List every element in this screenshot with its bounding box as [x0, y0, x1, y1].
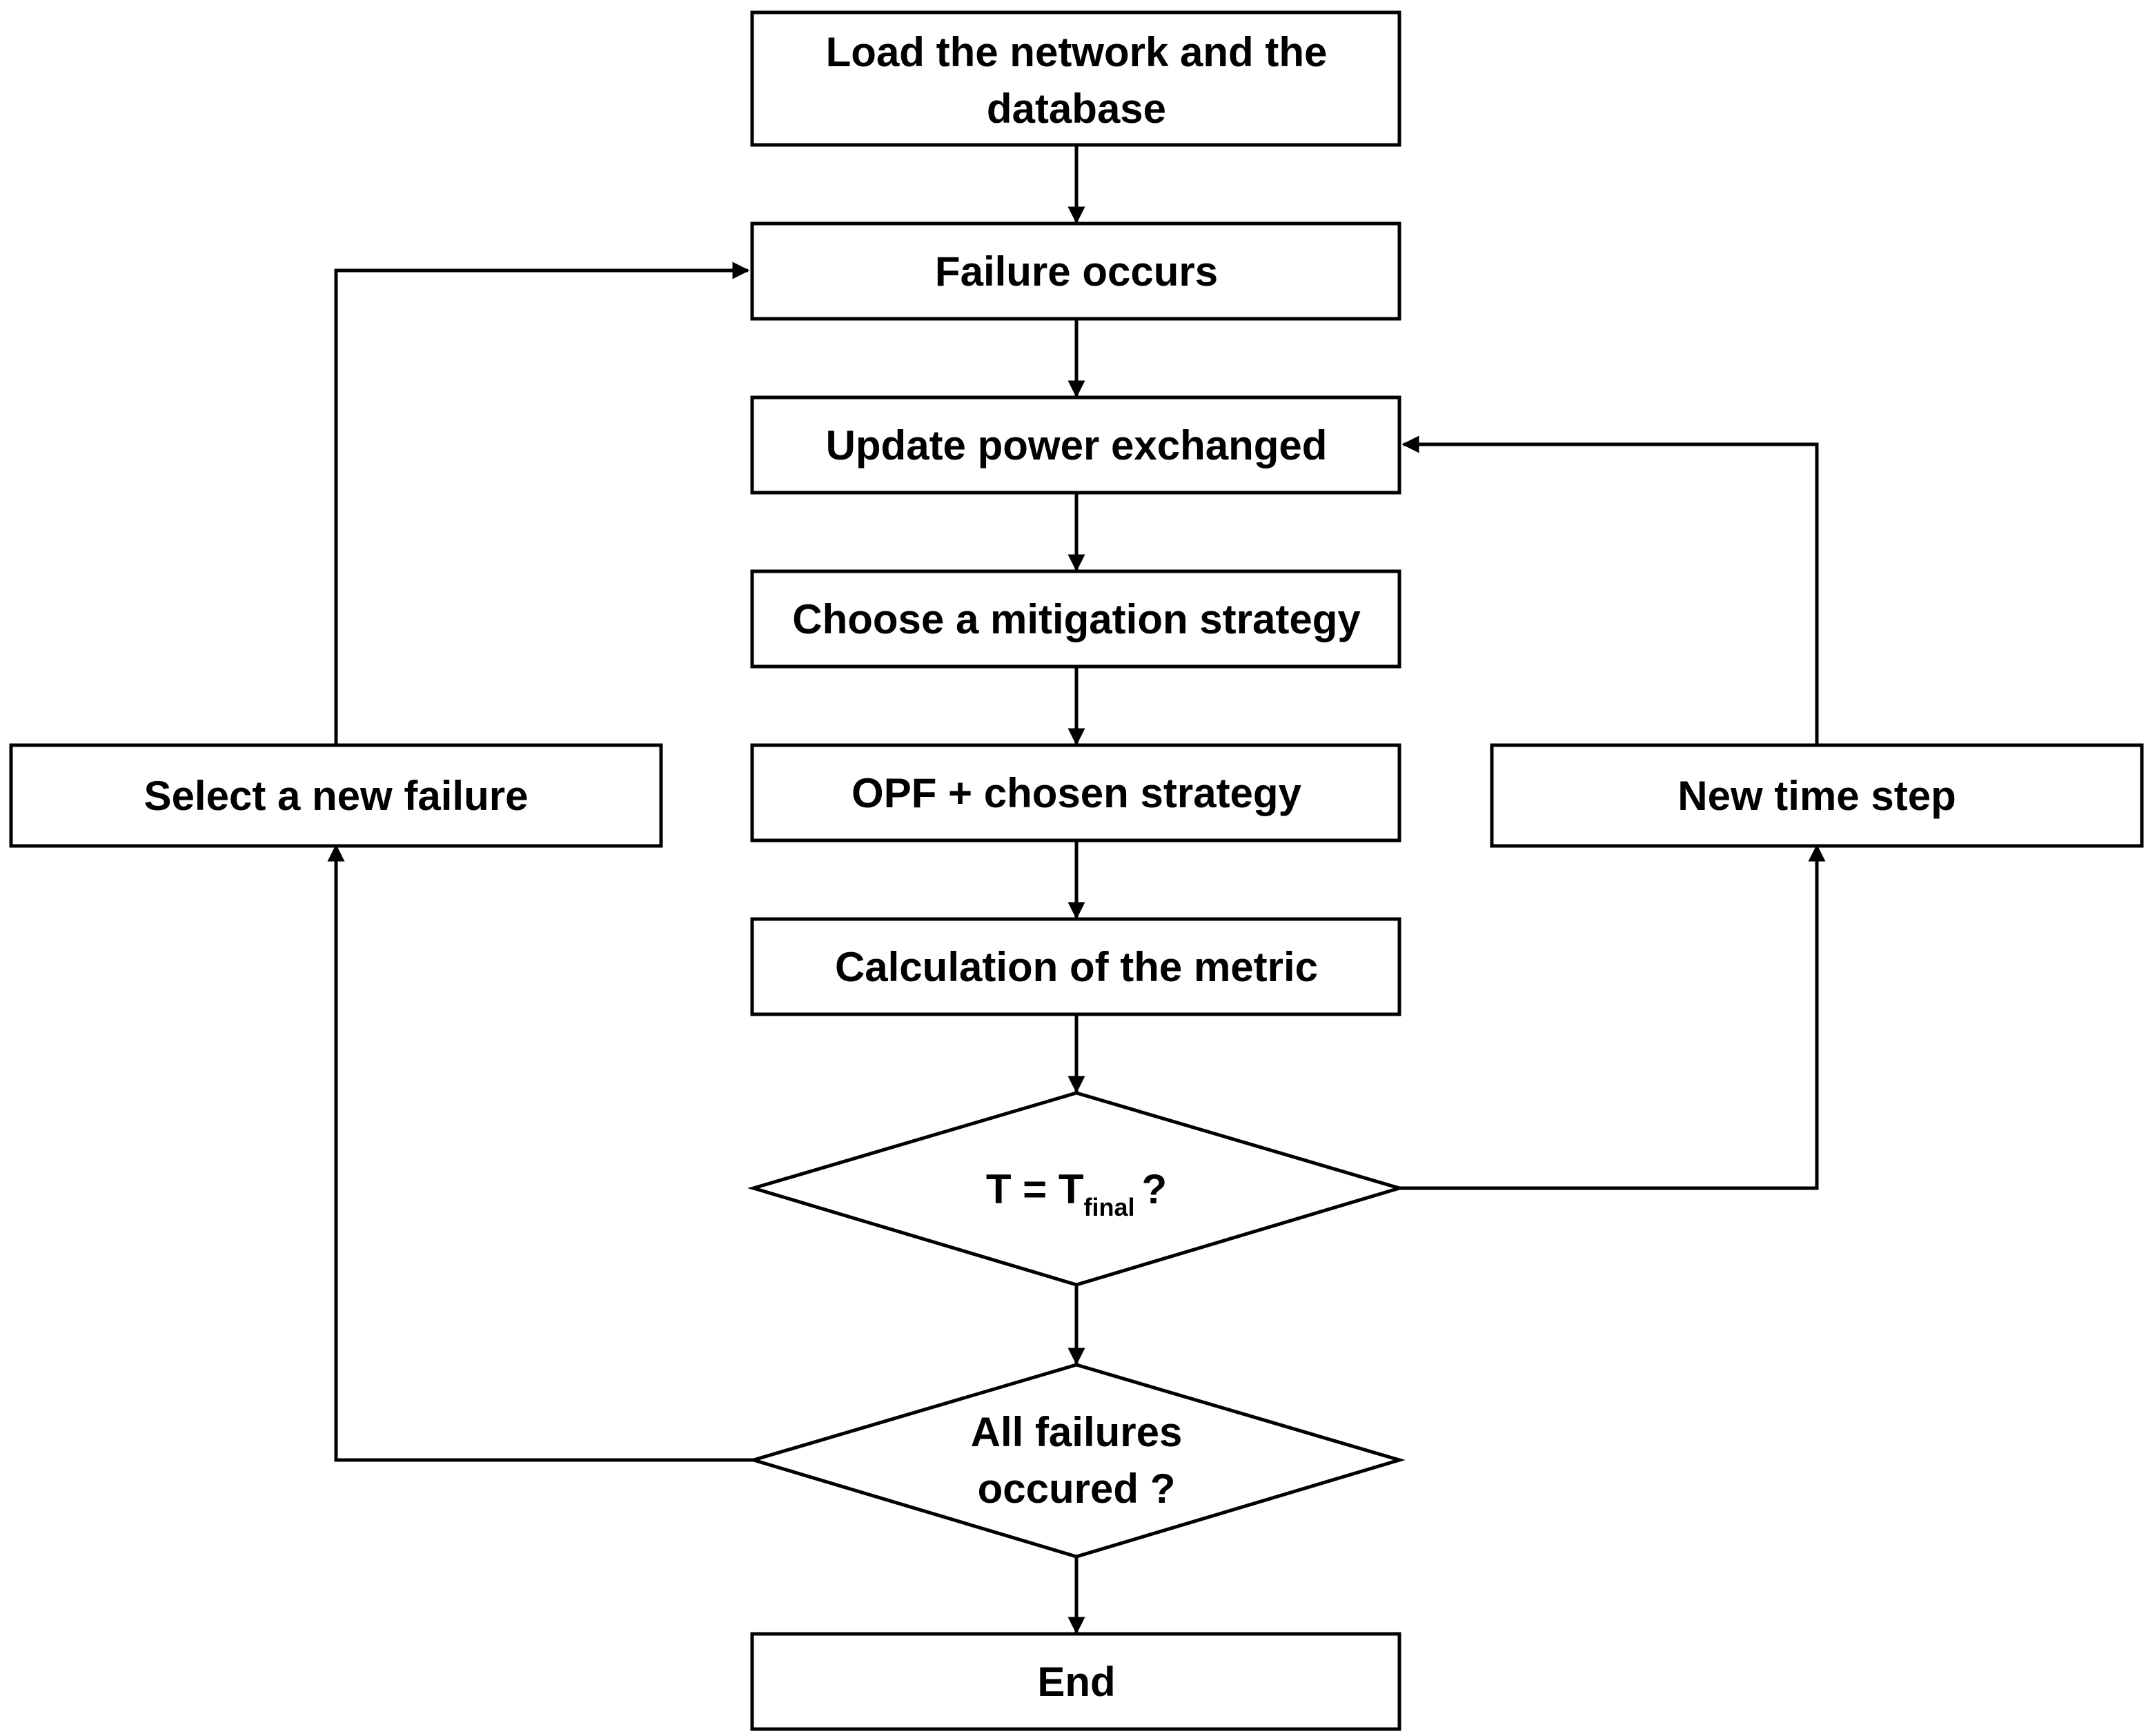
step-new-time-step-label: New time step	[1677, 773, 1956, 819]
decision-t-final: T = Tfinal?	[747, 1091, 1406, 1287]
connectors	[327, 145, 1826, 1635]
step-failure-occurs: Failure occurs	[750, 221, 1401, 321]
step-failure-occurs-label: Failure occurs	[935, 248, 1218, 295]
step-update-power-label: Update power exchanged	[826, 422, 1328, 468]
decision-t-final-suffix: ?	[1142, 1166, 1168, 1212]
step-end: End	[750, 1632, 1401, 1731]
step-calculation: Calculation of the metric	[750, 917, 1401, 1016]
step-select-new-failure-label: Select a new failure	[144, 773, 529, 819]
arrow-allfailures-to-select	[327, 844, 754, 1462]
step-load-network-line2: database	[987, 86, 1166, 132]
decision-all-failures: All failures occured ?	[747, 1363, 1406, 1559]
arrow-tfinal-to-newstep	[1399, 844, 1826, 1190]
decision-t-final-prefix: T = T	[986, 1166, 1084, 1212]
decision-all-failures-line1: All failures	[971, 1409, 1183, 1455]
step-end-label: End	[1037, 1659, 1115, 1705]
step-calculation-label: Calculation of the metric	[835, 944, 1318, 990]
step-opf-label: OPF + chosen strategy	[851, 770, 1302, 816]
step-opf: OPF + chosen strategy	[750, 743, 1401, 842]
step-load-network: Load the network and the database	[750, 10, 1401, 147]
decision-t-final-label: T = Tfinal?	[986, 1166, 1167, 1221]
decision-t-final-subscript: final	[1084, 1193, 1135, 1221]
decision-all-failures-line2: occured ?	[978, 1466, 1176, 1512]
arrow-select-to-failure	[334, 262, 750, 745]
step-update-power: Update power exchanged	[750, 395, 1401, 495]
step-choose-strategy-label: Choose a mitigation strategy	[792, 596, 1361, 642]
step-load-network-line1: Load the network and the	[826, 29, 1328, 75]
step-new-time-step: New time step	[1490, 743, 2144, 848]
step-select-new-failure: Select a new failure	[9, 743, 663, 848]
arrow-newstep-to-update	[1401, 435, 1819, 745]
step-choose-strategy: Choose a mitigation strategy	[750, 569, 1401, 669]
